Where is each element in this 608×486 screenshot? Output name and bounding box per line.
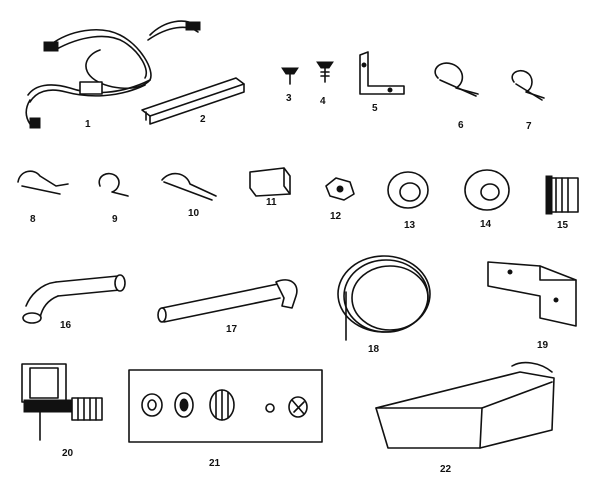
part-19-mounting-bracket-icon: [487, 261, 577, 327]
part-label-19: 19: [537, 340, 549, 351]
part-14-grommet-icon: [464, 169, 510, 211]
part-label-12: 12: [330, 211, 342, 222]
part-label-15: 15: [557, 220, 569, 231]
part-label-16: 16: [60, 320, 72, 331]
part-20-water-valve-icon: [21, 363, 103, 441]
part-label-6: 6: [458, 120, 464, 131]
part-6-clamp-icon: [434, 62, 479, 97]
part-label-20: 20: [62, 448, 74, 459]
part-label-2: 2: [200, 114, 206, 125]
part-10-clamp-icon: [161, 172, 217, 201]
part-label-9: 9: [112, 214, 118, 225]
part-4-screw-icon: [316, 61, 334, 83]
part-label-1: 1: [85, 119, 91, 130]
part-1-wiring-harness-icon: [25, 20, 201, 129]
part-13-grommet-icon: [387, 171, 429, 209]
part-2-channel-strip-icon: [141, 77, 245, 125]
part-17-fill-tube-icon: [157, 279, 298, 323]
part-18-water-tubing-coil-icon: [337, 255, 431, 341]
part-label-8: 8: [30, 214, 36, 225]
part-7-clamp-icon: [511, 69, 545, 101]
part-label-3: 3: [286, 93, 292, 104]
part-label-18: 18: [368, 344, 380, 355]
part-15-connector-block-icon: [545, 175, 579, 215]
part-8-clip-icon: [17, 170, 69, 195]
part-label-11: 11: [266, 197, 277, 208]
part-11-bracket-icon: [249, 167, 291, 197]
part-12-nut-icon: [325, 177, 355, 201]
part-3-screw-icon: [281, 67, 299, 85]
part-21-fitting-kit-icon: [128, 369, 323, 443]
part-label-4: 4: [320, 96, 326, 107]
part-label-22: 22: [440, 464, 452, 475]
part-label-5: 5: [372, 103, 378, 114]
part-label-13: 13: [404, 220, 416, 231]
part-9-clamp-icon: [98, 172, 129, 197]
part-16-elbow-fill-tube-icon: [22, 274, 126, 324]
part-label-7: 7: [526, 121, 532, 132]
part-label-17: 17: [226, 324, 238, 335]
part-label-10: 10: [188, 208, 200, 219]
part-label-21: 21: [209, 458, 221, 469]
part-22-ice-bin-icon: [375, 361, 555, 449]
part-label-14: 14: [480, 219, 492, 230]
part-5-angle-bracket-icon: [359, 51, 405, 95]
